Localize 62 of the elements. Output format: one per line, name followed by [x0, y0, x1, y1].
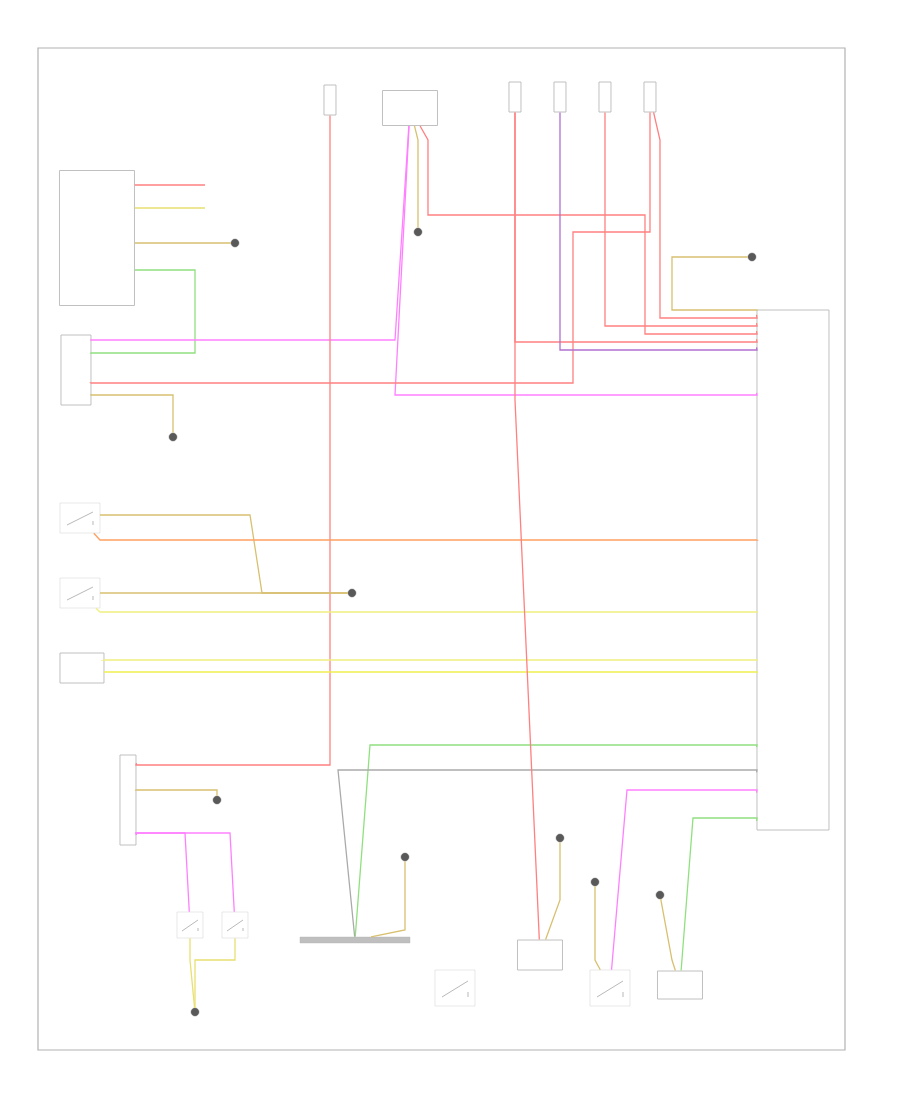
wire: [89, 394, 174, 434]
component-box: [657, 970, 703, 1000]
component-box: [598, 81, 612, 113]
component-box: [59, 170, 135, 306]
ground-terminal: [747, 252, 757, 262]
component-box: [517, 939, 563, 971]
wire: [652, 111, 758, 319]
wire: [680, 817, 758, 972]
component-box: [508, 81, 522, 113]
wire: [594, 885, 601, 971]
wire: [95, 607, 759, 614]
wire: [89, 111, 651, 385]
wire: [89, 269, 196, 354]
connector-bar: [299, 936, 411, 944]
ground-terminal: [190, 1007, 200, 1017]
ground-terminal: [655, 890, 665, 900]
wire: [370, 860, 406, 938]
switch-symbol: [59, 577, 101, 609]
switch-symbol: [59, 502, 101, 534]
ground-terminal: [168, 432, 178, 442]
wire: [544, 841, 561, 941]
ground-terminal: [590, 877, 600, 887]
ground-terminal: [212, 795, 222, 805]
component-box: [60, 334, 92, 406]
wire: [99, 592, 349, 594]
wire: [103, 671, 758, 674]
ground-terminal: [347, 588, 357, 598]
wire: [134, 207, 206, 209]
component-box: [382, 90, 438, 126]
switch-symbol: [434, 969, 476, 1007]
wire: [134, 184, 206, 186]
component-box: [323, 84, 337, 116]
component-box: [59, 652, 105, 684]
wire: [194, 937, 236, 1009]
wire: [413, 125, 419, 229]
component-box: [119, 754, 137, 846]
component-box: [553, 81, 567, 113]
switch-symbol: [589, 969, 631, 1007]
component-box: [756, 309, 830, 831]
wire: [610, 789, 758, 971]
wire: [100, 659, 758, 662]
wire: [604, 111, 758, 327]
switch-symbol: [221, 911, 249, 939]
switch-symbol: [176, 911, 204, 939]
wire: [354, 744, 758, 938]
wire: [394, 125, 758, 396]
component-box: [643, 81, 657, 113]
wire: [93, 532, 759, 541]
wire: [135, 114, 331, 766]
wire: [134, 788, 218, 797]
ground-terminal: [400, 852, 410, 862]
ground-terminal: [230, 238, 240, 248]
wire: [514, 111, 540, 941]
wire: [134, 242, 232, 244]
wire: [419, 125, 758, 335]
wire: [671, 256, 758, 311]
wire: [559, 111, 758, 351]
wire: [660, 898, 676, 972]
ground-terminal: [555, 833, 565, 843]
wire: [135, 832, 235, 913]
wire: [337, 769, 758, 938]
ground-terminal: [413, 227, 423, 237]
